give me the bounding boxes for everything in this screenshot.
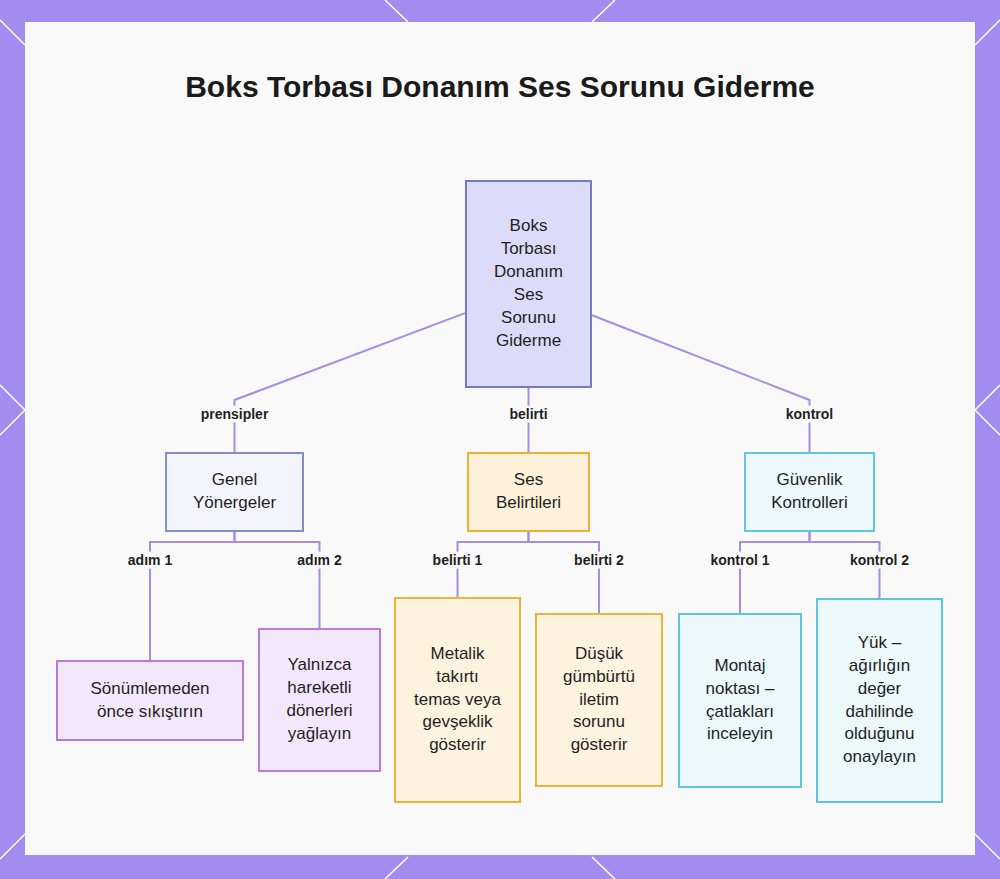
- connector: [592, 315, 810, 452]
- node-label: Montaj noktası – çatlakları inceleyin: [692, 655, 788, 747]
- node-label: Metalik takırtı temas veya gevşeklik gös…: [412, 643, 503, 758]
- edge-label: adım 2: [294, 552, 344, 569]
- node-label: Genel Yönergeler: [179, 469, 290, 515]
- category-box: Güvenlik Kontrolleri: [744, 452, 875, 532]
- symptom-box: Düşük gümbürtü iletim sorunu gösterir: [535, 613, 663, 787]
- category-box: Genel Yönergeler: [165, 452, 304, 532]
- connector: [529, 532, 600, 613]
- category-box: Ses Belirtileri: [467, 452, 590, 532]
- node-label: Yalnızca hareketli dönerleri yağlayın: [272, 654, 367, 746]
- check-box: Yük – ağırlığın değer dahilinde olduğunu…: [816, 598, 943, 803]
- edge-label: prensipler: [198, 406, 272, 423]
- connector: [235, 532, 320, 628]
- diagram-title: Boks Torbası Donanım Ses Sorunu Giderme: [150, 70, 850, 105]
- node-label: Sönümlemeden önce sıkıştırın: [76, 678, 224, 724]
- check-box: Montaj noktası – çatlakları inceleyin: [678, 613, 802, 788]
- edge-label: adım 1: [125, 552, 175, 569]
- step-box: Sönümlemeden önce sıkıştırın: [56, 660, 244, 741]
- step-box: Yalnızca hareketli dönerleri yağlayın: [258, 628, 381, 772]
- node-label: Boks Torbası Donanım Ses Sorunu Giderme: [489, 215, 568, 353]
- edge-label: belirti: [506, 406, 550, 423]
- node-label: Yük – ağırlığın değer dahilinde olduğunu…: [832, 632, 927, 770]
- symptom-box: Metalik takırtı temas veya gevşeklik gös…: [394, 597, 521, 803]
- root-box: Boks Torbası Donanım Ses Sorunu Giderme: [465, 180, 592, 388]
- node-label: Güvenlik Kontrolleri: [756, 469, 863, 515]
- edge-label: kontrol: [783, 406, 836, 423]
- connector: [740, 532, 810, 613]
- edge-label: kontrol 1: [707, 552, 772, 569]
- edge-label: kontrol 2: [847, 552, 912, 569]
- edge-label: belirti 2: [571, 552, 627, 569]
- edge-label: belirti 1: [430, 552, 486, 569]
- connector: [235, 313, 466, 452]
- node-label: Düşük gümbürtü iletim sorunu gösterir: [551, 643, 647, 758]
- node-label: Ses Belirtileri: [481, 469, 576, 515]
